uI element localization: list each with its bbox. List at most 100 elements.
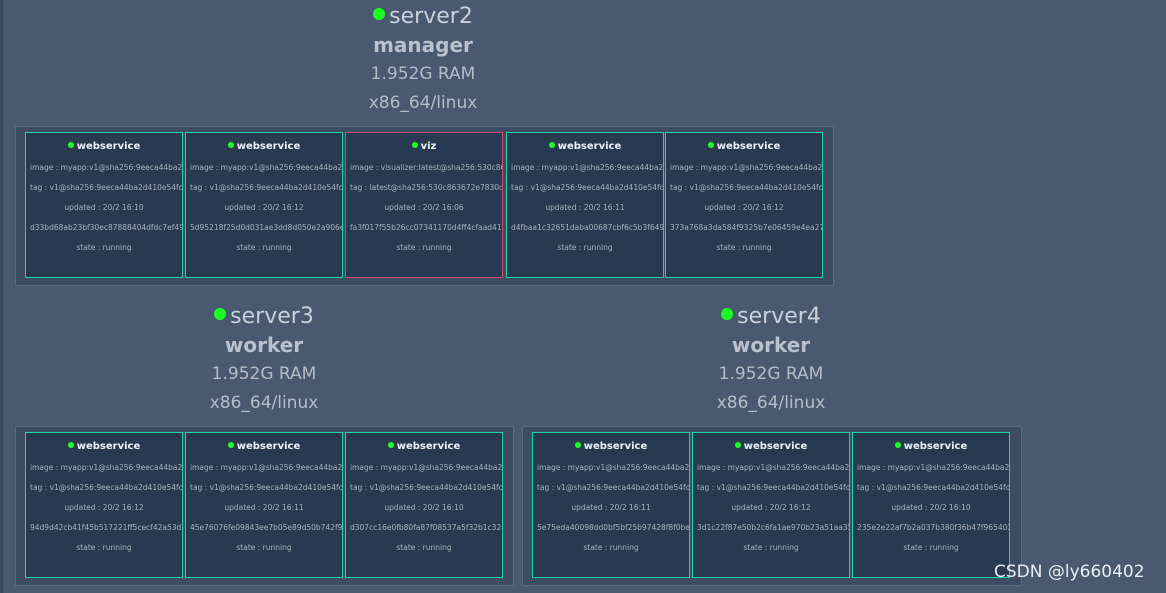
task-name: viz — [420, 141, 437, 152]
task-card[interactable]: webservice image : myapp:v1@sha256:9eeca… — [185, 432, 343, 578]
task-id: d307cc16e0fb80fa87f08537a5f32b1c3288 — [350, 523, 503, 532]
tasks-panel-server2: webservice image : myapp:v1@sha256:9eeca… — [15, 126, 834, 286]
task-id: 5d95218f25d0d031ae3dd8d050e2a906e2 — [190, 223, 343, 232]
status-dot-icon — [721, 308, 734, 320]
task-tag: tag : v1@sha256:9eeca44ba2d410e54fccd — [30, 183, 183, 192]
task-image: image : myapp:v1@sha256:9eeca44ba2d4 — [30, 163, 183, 172]
task-image: image : myapp:v1@sha256:9eeca44ba2d4 — [697, 463, 850, 472]
status-dot-icon — [67, 442, 74, 448]
watermark: CSDN @ly660402 — [994, 562, 1145, 582]
task-updated: updated : 20/2 16:11 — [224, 503, 304, 512]
node-name: server2 — [273, 4, 573, 30]
node-header-server4: server4 worker 1.952G RAM x86_64/linux — [621, 304, 921, 415]
task-id: 3d1c22f87e50b2c6fa1ae970b23a51aa35c — [697, 523, 850, 532]
task-name: webservice — [583, 441, 648, 452]
task-name: webservice — [236, 441, 301, 452]
task-image: image : myapp:v1@sha256:9eeca44ba2d4 — [190, 163, 343, 172]
task-image: image : myapp:v1@sha256:9eeca44ba2d4 — [190, 463, 343, 472]
node-arch: x86_64/linux — [368, 93, 478, 113]
task-updated: updated : 20/2 16:12 — [731, 503, 811, 512]
task-card[interactable]: webservice image : myapp:v1@sha256:9eeca… — [345, 432, 503, 578]
status-dot-icon — [548, 142, 555, 148]
task-card[interactable]: webservice image : myapp:v1@sha256:9eeca… — [665, 132, 823, 278]
task-state: state : running — [583, 543, 639, 552]
task-card[interactable]: webservice image : myapp:v1@sha256:9eeca… — [25, 432, 183, 578]
task-image: image : visualizer:latest@sha256:530c863 — [350, 163, 503, 172]
task-card[interactable]: webservice image : myapp:v1@sha256:9eeca… — [185, 132, 343, 278]
task-state: state : running — [743, 543, 799, 552]
task-id: 235e2e22af7b2a037b380f36b47f965403f — [857, 523, 1010, 532]
task-updated: updated : 20/2 16:06 — [384, 203, 464, 212]
task-image: image : myapp:v1@sha256:9eeca44ba2d4 — [511, 163, 664, 172]
task-state: state : running — [396, 543, 452, 552]
status-dot-icon — [67, 142, 74, 148]
task-state: state : running — [76, 543, 132, 552]
task-id: d33bd68ab23bf30ec87888404dfdc7ef490 — [30, 223, 183, 232]
task-state: state : running — [236, 543, 292, 552]
task-state: state : running — [557, 243, 613, 252]
task-state: state : running — [76, 243, 132, 252]
task-tag: tag : v1@sha256:9eeca44ba2d410e54fccd — [350, 483, 503, 492]
node-header-server2: server2 manager 1.952G RAM x86_64/linux — [273, 4, 573, 115]
left-edge-divider — [0, 0, 3, 593]
task-updated: updated : 20/2 16:10 — [384, 503, 464, 512]
task-tag: tag : v1@sha256:9eeca44ba2d410e54fccd — [697, 483, 850, 492]
task-name: webservice — [557, 141, 622, 152]
task-updated: updated : 20/2 16:10 — [891, 503, 971, 512]
task-tag: tag : latest@sha256:530c863672e7830d75 — [350, 183, 503, 192]
task-image: image : myapp:v1@sha256:9eeca44ba2d4 — [350, 463, 503, 472]
task-image: image : myapp:v1@sha256:9eeca44ba2d4 — [670, 163, 823, 172]
task-tag: tag : v1@sha256:9eeca44ba2d410e54fccd — [670, 183, 823, 192]
task-tag: tag : v1@sha256:9eeca44ba2d410e54fccd — [857, 483, 1010, 492]
task-card-viz[interactable]: viz image : visualizer:latest@sha256:530… — [345, 132, 503, 278]
task-id: 373a768a3da584f9325b7e06459e4ea27fc — [670, 223, 823, 232]
task-name: webservice — [743, 441, 808, 452]
node-name-label: server4 — [737, 304, 821, 329]
status-dot-icon — [214, 308, 227, 320]
task-card[interactable]: webservice image : myapp:v1@sha256:9eeca… — [852, 432, 1010, 578]
task-tag: tag : v1@sha256:9eeca44ba2d410e54fccd — [537, 483, 690, 492]
task-updated: updated : 20/2 16:12 — [224, 203, 304, 212]
task-id: fa3f017f55b26cc07341170d4ff4cfaad41f3 — [350, 223, 503, 232]
task-updated: updated : 20/2 16:11 — [545, 203, 625, 212]
task-updated: updated : 20/2 16:12 — [704, 203, 784, 212]
task-updated: updated : 20/2 16:10 — [64, 203, 144, 212]
task-tag: tag : v1@sha256:9eeca44ba2d410e54fccd — [30, 483, 183, 492]
status-dot-icon — [574, 442, 581, 448]
node-name-label: server2 — [389, 4, 473, 29]
status-dot-icon — [894, 442, 901, 448]
node-arch: x86_64/linux — [716, 393, 826, 413]
task-card[interactable]: webservice image : myapp:v1@sha256:9eeca… — [532, 432, 690, 578]
node-role: worker — [731, 333, 811, 357]
node-name: server4 — [621, 304, 921, 330]
status-dot-icon — [734, 442, 741, 448]
task-card[interactable]: webservice image : myapp:v1@sha256:9eeca… — [506, 132, 664, 278]
task-image: image : myapp:v1@sha256:9eeca44ba2d4 — [30, 463, 183, 472]
task-card[interactable]: webservice image : myapp:v1@sha256:9eeca… — [692, 432, 850, 578]
node-ram: 1.952G RAM — [211, 364, 317, 384]
task-id: 5e75eda40098dd0bf5bf25b97428f8f0be1 — [537, 523, 690, 532]
node-name-label: server3 — [230, 304, 314, 329]
tasks-panel-server3: webservice image : myapp:v1@sha256:9eeca… — [15, 426, 514, 586]
task-name: webservice — [236, 141, 301, 152]
task-id: 45e76076fe09843ee7b05e89d50b742f913 — [190, 523, 343, 532]
status-dot-icon — [387, 442, 394, 448]
task-updated: updated : 20/2 16:12 — [64, 503, 144, 512]
task-tag: tag : v1@sha256:9eeca44ba2d410e54fccd — [190, 183, 343, 192]
task-state: state : running — [236, 243, 292, 252]
task-card[interactable]: webservice image : myapp:v1@sha256:9eeca… — [25, 132, 183, 278]
task-name: webservice — [76, 141, 141, 152]
task-name: webservice — [903, 441, 968, 452]
task-id: d4fbaa1c32651daba00687cbf6c5b3f649a — [511, 223, 664, 232]
task-id: 94d9d42cb41f45b517221ff5cecf42a53d7f — [30, 523, 183, 532]
node-header-server3: server3 worker 1.952G RAM x86_64/linux — [114, 304, 414, 415]
status-dot-icon — [227, 442, 234, 448]
node-role: manager — [373, 33, 473, 57]
task-state: state : running — [396, 243, 452, 252]
node-name: server3 — [114, 304, 414, 330]
node-role: worker — [224, 333, 304, 357]
status-dot-icon — [373, 8, 386, 20]
task-image: image : myapp:v1@sha256:9eeca44ba2d4 — [857, 463, 1010, 472]
task-state: state : running — [903, 543, 959, 552]
status-dot-icon — [411, 142, 418, 148]
